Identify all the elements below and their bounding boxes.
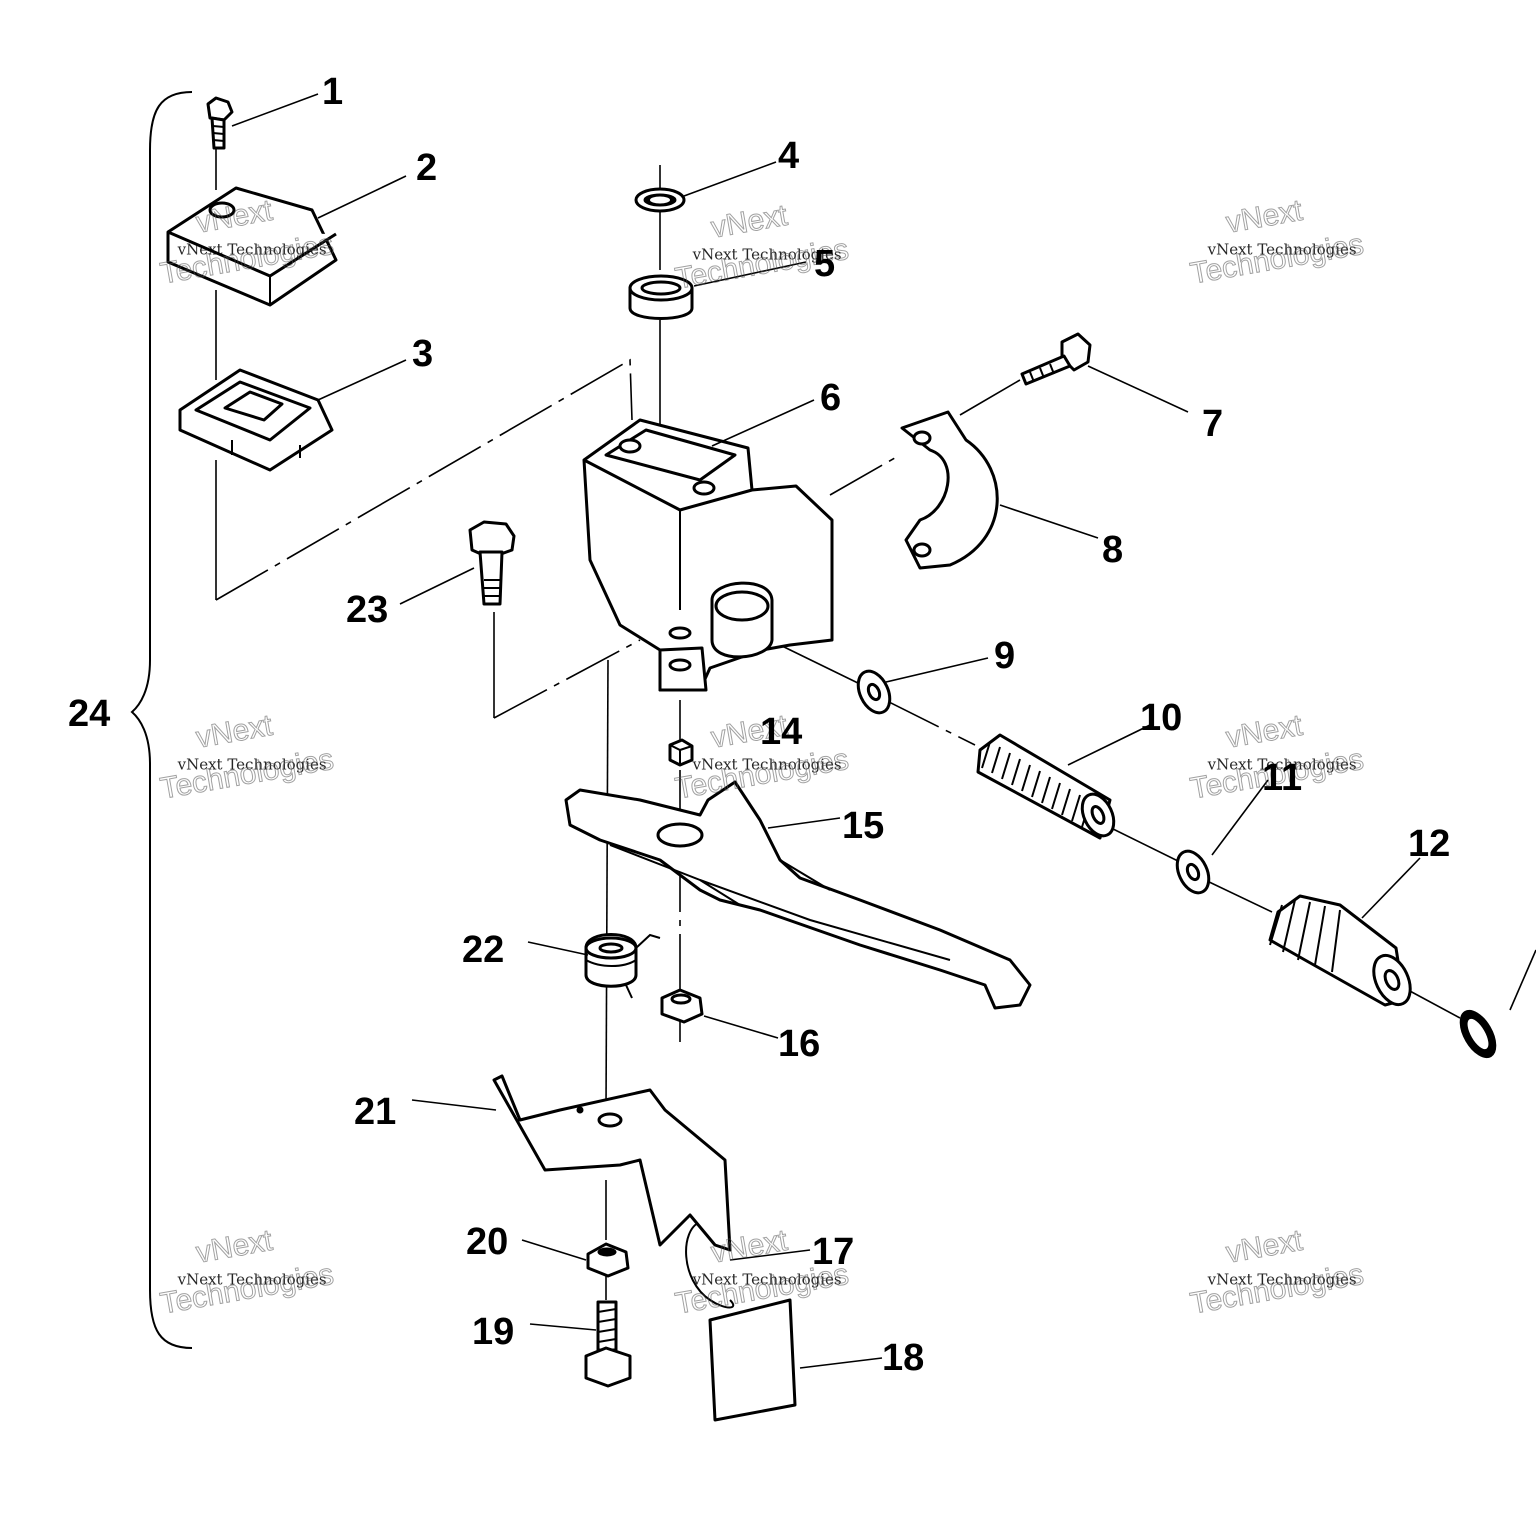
- assembly-brace: [130, 91, 193, 1349]
- callout-21: 21: [354, 1091, 396, 1133]
- svg-text:vNext: vNext: [1224, 709, 1306, 755]
- callout-24: 24: [68, 693, 110, 735]
- callout-15: 15: [842, 805, 884, 847]
- callout-3: 3: [412, 333, 433, 375]
- leader-lines: [231, 93, 1421, 1369]
- callout-12: 12: [1408, 823, 1450, 865]
- svg-text:vNext Technologies: vNext Technologies: [1207, 756, 1357, 774]
- svg-text:vNext Technologies: vNext Technologies: [692, 1271, 842, 1289]
- part-6-master-cylinder: [582, 418, 834, 692]
- svg-text:vNext Technologies: vNext Technologies: [1207, 241, 1357, 259]
- svg-text:vNext Technologies: vNext Technologies: [177, 756, 327, 774]
- part-9-washer: [856, 669, 892, 715]
- part-21-bracket: [492, 1074, 732, 1252]
- svg-text:vNext Technologies: vNext Technologies: [177, 1271, 327, 1289]
- construction-lines: [215, 147, 1536, 1300]
- svg-text:Technologies: Technologies: [158, 1258, 336, 1321]
- callout-16: 16: [778, 1023, 820, 1065]
- part-1-screw: [206, 96, 234, 150]
- svg-text:vNext Technologies: vNext Technologies: [692, 756, 842, 774]
- part-7-bolt: [1020, 332, 1092, 386]
- watermark-9: vNext vNext Technologies Technologies: [1187, 1223, 1366, 1321]
- callout-19: 19: [472, 1311, 514, 1353]
- part-16-nut: [660, 988, 704, 1024]
- callout-11: 11: [1262, 757, 1302, 799]
- svg-text:vNext Technologies: vNext Technologies: [1207, 1271, 1357, 1289]
- callout-4: 4: [778, 135, 799, 177]
- callout-20: 20: [466, 1221, 508, 1263]
- part-22-spring: [584, 933, 661, 999]
- watermark-7: vNext vNext Technologies Technologies: [157, 1223, 336, 1321]
- callouts: 1 2 3 4 5 6 7 8 9 10 11 12 14 15 16 17 1…: [68, 71, 1450, 1379]
- svg-text:vNext: vNext: [194, 1224, 276, 1270]
- svg-text:vNext Technologies: vNext Technologies: [177, 241, 327, 259]
- svg-text:vNext: vNext: [1224, 1224, 1306, 1270]
- callout-9: 9: [994, 635, 1015, 677]
- svg-text:vNext Technologies: vNext Technologies: [692, 246, 842, 264]
- part-18-tag: [708, 1298, 797, 1422]
- part-14-nut: [668, 738, 694, 767]
- part-20-nut: [586, 1242, 630, 1278]
- svg-text:Technologies: Technologies: [158, 743, 336, 806]
- part-19-screw: [584, 1300, 632, 1388]
- part-2-cover: [166, 186, 338, 307]
- svg-text:Technologies: Technologies: [1188, 228, 1366, 291]
- part-12-piston: [1268, 894, 1412, 1007]
- watermark-3: vNext vNext Technologies Technologies: [1187, 193, 1366, 291]
- part-23-bolt: [468, 520, 516, 606]
- callout-14: 14: [760, 711, 802, 753]
- part-8-clamp: [900, 410, 999, 570]
- callout-23: 23: [346, 589, 388, 631]
- part-11-washer: [1175, 849, 1211, 895]
- watermark-4: vNext vNext Technologies Technologies: [157, 708, 336, 806]
- callout-5: 5: [814, 243, 835, 285]
- part-17-wire: [685, 1221, 735, 1309]
- callout-1: 1: [322, 71, 343, 113]
- callout-17: 17: [812, 1231, 854, 1273]
- part-3-diaphragm: [178, 368, 334, 472]
- svg-text:vNext: vNext: [1224, 194, 1306, 240]
- callout-18: 18: [882, 1337, 924, 1379]
- callout-22: 22: [462, 929, 504, 971]
- callout-10: 10: [1140, 697, 1182, 739]
- callout-8: 8: [1102, 529, 1123, 571]
- part-10-spring: [976, 733, 1116, 840]
- o-ring: [1459, 1009, 1497, 1059]
- svg-text:vNext: vNext: [194, 709, 276, 755]
- callout-2: 2: [416, 147, 437, 189]
- part-15-lever: [564, 780, 1032, 1010]
- callout-7: 7: [1202, 403, 1223, 445]
- part-5-bushing: [628, 274, 694, 320]
- part-4-washer: [634, 187, 686, 213]
- svg-text:Technologies: Technologies: [1188, 1258, 1366, 1321]
- callout-6: 6: [820, 377, 841, 419]
- svg-text:vNext: vNext: [709, 199, 791, 245]
